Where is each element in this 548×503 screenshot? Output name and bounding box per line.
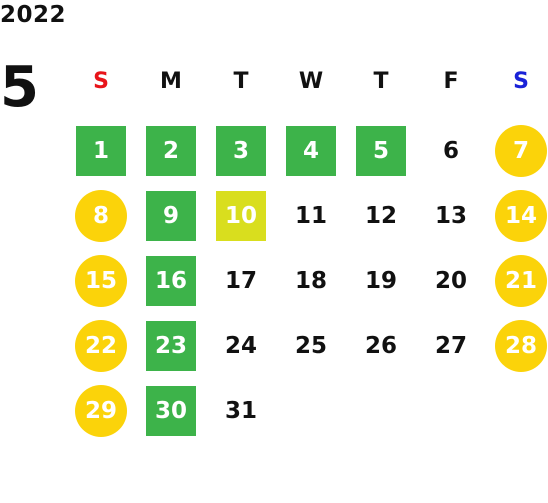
day-2[interactable]: 2: [146, 125, 196, 176]
day-cell[interactable]: 20: [416, 248, 486, 313]
day-9[interactable]: 9: [146, 190, 196, 241]
day-27[interactable]: 27: [434, 332, 467, 359]
day-cell[interactable]: 6: [416, 118, 486, 183]
day-7[interactable]: 7: [495, 124, 547, 177]
day-1[interactable]: 1: [76, 125, 126, 176]
day-cell[interactable]: 19: [346, 248, 416, 313]
weekday-thursday: T: [373, 69, 389, 94]
day-cell[interactable]: 17: [206, 248, 276, 313]
day-26[interactable]: 26: [364, 332, 397, 359]
day-cell[interactable]: 18: [276, 248, 346, 313]
day-6[interactable]: 6: [442, 137, 459, 164]
day-8[interactable]: 8: [75, 189, 127, 242]
weekday-wednesday: W: [298, 69, 324, 94]
day-cell[interactable]: 29: [66, 378, 136, 443]
day-cell[interactable]: 16: [136, 248, 206, 313]
day-cell[interactable]: 27: [416, 313, 486, 378]
day-cell[interactable]: 26: [346, 313, 416, 378]
day-18[interactable]: 18: [294, 267, 327, 294]
day-cell[interactable]: 21: [486, 248, 548, 313]
day-15[interactable]: 15: [75, 254, 127, 307]
day-21[interactable]: 21: [495, 254, 547, 307]
day-cell[interactable]: 4: [276, 118, 346, 183]
day-5[interactable]: 5: [356, 125, 406, 176]
day-19[interactable]: 19: [364, 267, 397, 294]
weekday-tuesday: T: [233, 69, 249, 94]
day-20[interactable]: 20: [434, 267, 467, 294]
day-28[interactable]: 28: [495, 319, 547, 372]
day-cell[interactable]: 5: [346, 118, 416, 183]
day-cell[interactable]: 9: [136, 183, 206, 248]
weekday-friday: F: [443, 69, 459, 94]
day-cell[interactable]: 10: [206, 183, 276, 248]
day-16[interactable]: 16: [146, 255, 196, 306]
day-31[interactable]: 31: [224, 397, 257, 424]
day-24[interactable]: 24: [224, 332, 257, 359]
day-13[interactable]: 13: [434, 202, 467, 229]
day-cell[interactable]: 12: [346, 183, 416, 248]
weekday-sunday: S: [93, 69, 109, 94]
day-10[interactable]: 10: [216, 190, 266, 241]
day-23[interactable]: 23: [146, 320, 196, 371]
weekday-monday: M: [160, 69, 182, 94]
day-22[interactable]: 22: [75, 319, 127, 372]
day-cell[interactable]: 15: [66, 248, 136, 313]
day-4[interactable]: 4: [286, 125, 336, 176]
day-cell[interactable]: 25: [276, 313, 346, 378]
day-cell[interactable]: 28: [486, 313, 548, 378]
day-17[interactable]: 17: [224, 267, 257, 294]
weekday-header-row: S M T W T F S: [66, 62, 548, 102]
day-3[interactable]: 3: [216, 125, 266, 176]
day-cell[interactable]: 22: [66, 313, 136, 378]
day-cell[interactable]: 8: [66, 183, 136, 248]
day-cell[interactable]: 1: [66, 118, 136, 183]
day-cell[interactable]: 23: [136, 313, 206, 378]
day-cell[interactable]: 30: [136, 378, 206, 443]
day-25[interactable]: 25: [294, 332, 327, 359]
day-14[interactable]: 14: [495, 189, 547, 242]
day-cell[interactable]: 24: [206, 313, 276, 378]
day-cell[interactable]: 11: [276, 183, 346, 248]
day-cell[interactable]: 3: [206, 118, 276, 183]
day-cell[interactable]: 31: [206, 378, 276, 443]
day-cell[interactable]: 2: [136, 118, 206, 183]
day-11[interactable]: 11: [294, 202, 327, 229]
day-29[interactable]: 29: [75, 384, 127, 437]
month-number: 5: [0, 55, 39, 120]
day-cell[interactable]: 14: [486, 183, 548, 248]
weekday-saturday: S: [513, 69, 529, 94]
year-label: 2022: [0, 2, 67, 28]
day-cell[interactable]: 13: [416, 183, 486, 248]
day-cell[interactable]: 7: [486, 118, 548, 183]
day-30[interactable]: 30: [146, 385, 196, 436]
day-12[interactable]: 12: [364, 202, 397, 229]
